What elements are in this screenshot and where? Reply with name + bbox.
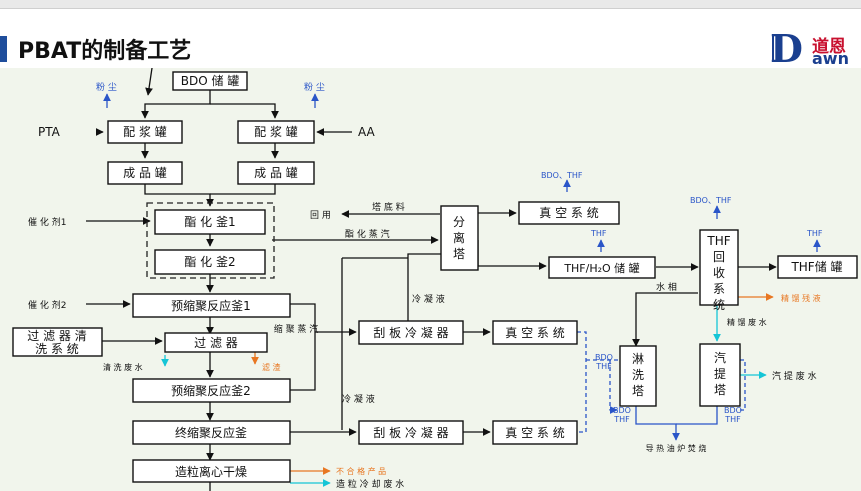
node-pellet-dry-label: 造粒离心干燥 (175, 464, 247, 479)
label-distill-wastewater: 精 馏 废 水 (727, 317, 767, 327)
wastewater-lines (161, 305, 767, 487)
label-filter-residue: 滤 渣 (262, 362, 281, 372)
node-vacuum-2-label: 真 空 系 统 (505, 326, 564, 340)
node-mix-tank-2-label: 配 浆 罐 (254, 124, 298, 139)
node-vacuum-3 (492, 420, 578, 445)
node-mix-tank-1-label: 配 浆 罐 (123, 124, 167, 139)
label-distill-residue: 精 馏 残 液 (781, 293, 821, 303)
blue-dashed-lines (577, 331, 746, 433)
label-wash-wastewater: 清 洗 废 水 (103, 362, 143, 372)
label-catalyst-1: 催 化 剂1 (28, 216, 66, 228)
label-bdo-thf-2: BDO、THF (690, 196, 732, 205)
node-separation-tower (440, 205, 479, 271)
node-spray-tower (619, 345, 657, 407)
label-condensate-1: 冷 凝 液 (412, 293, 445, 305)
flow-svg: BDO 储 罐 配 浆 罐 配 浆 罐 成 品 罐 成 品 罐 酯 化 釜1 酯… (12, 68, 858, 491)
node-filter-clean-label: 过 滤 器 清洗 系 统 (27, 329, 86, 356)
node-thf-h2o-tank (548, 256, 656, 279)
label-aa: AA (358, 125, 376, 139)
title-accent-bar (0, 36, 7, 62)
label-ester-vapor: 酯 化 蒸 汽 (345, 228, 390, 240)
node-thf-recovery (699, 229, 739, 306)
node-thf-h2o-tank-label: THF/H₂O 储 罐 (563, 261, 639, 275)
esterification-group (146, 202, 275, 279)
logo-mark: D (770, 32, 803, 66)
label-thf-2: THF (806, 229, 823, 238)
label-poly-vapor: 缩 聚 蒸 汽 (274, 323, 319, 335)
logo-latin-text: awn (812, 49, 849, 66)
node-vacuum-1-label: 真 空 系 统 (539, 206, 598, 220)
label-bottoms: 塔 底 料 (372, 201, 405, 213)
node-prepoly-1-label: 预缩聚反应釜1 (171, 298, 251, 313)
node-scraper-2 (358, 420, 464, 445)
node-pellet-dry (132, 459, 291, 483)
node-stripper-label: 汽提塔 (714, 350, 726, 397)
page-title: PBAT的制备工艺 (18, 39, 192, 64)
node-product-tank-2 (237, 161, 315, 185)
node-filter-clean (12, 327, 103, 357)
node-bdo-tank-label: BDO 储 罐 (181, 73, 240, 88)
node-prepoly-1 (132, 293, 291, 318)
node-mix-tank-2 (237, 120, 315, 144)
vent-lines (103, 93, 821, 441)
label-pellet-cooling: 造 粒 冷 却 废 水 (336, 478, 404, 490)
node-stripper (699, 343, 741, 407)
label-catalyst-2: 催 化 剂2 (28, 299, 66, 311)
node-final-poly (132, 420, 291, 445)
node-final-poly-label: 终缩聚反应釜 (175, 425, 247, 440)
node-vacuum-3-label: 真 空 系 统 (505, 426, 564, 440)
process-diagram: BDO 储 罐 配 浆 罐 配 浆 罐 成 品 罐 成 品 罐 酯 化 釜1 酯… (0, 68, 861, 491)
node-filter-label: 过 滤 器 (194, 336, 238, 350)
residue-lines (251, 293, 774, 475)
node-vacuum-2 (492, 320, 578, 345)
window-top-bar (0, 0, 861, 9)
label-condensate-2: 冷 凝 液 (342, 393, 375, 405)
process-lines (86, 68, 777, 491)
label-heat-oil: 导 热 油 炉 焚 烧 (646, 443, 707, 453)
node-product-tank-1-label: 成 品 罐 (123, 166, 167, 180)
node-product-tank-1 (107, 161, 183, 185)
node-scraper-1-label: 刮 板 冷 凝 器 (373, 325, 448, 340)
node-scraper-1 (358, 320, 464, 345)
node-ester-1 (154, 209, 266, 235)
label-stripping-wastewater: 汽 提 废 水 (772, 370, 817, 382)
node-prepoly-2-label: 预缩聚反应釜2 (171, 383, 251, 398)
node-ester-2-label: 酯 化 釜2 (184, 254, 235, 269)
label-reject-product: 不 合 格 产 品 (336, 466, 386, 476)
node-separation-tower-label: 分离塔 (453, 215, 465, 261)
node-ester-1-label: 酯 化 釜1 (184, 214, 235, 229)
node-spray-tower-label: 淋洗塔 (632, 352, 644, 398)
node-vacuum-1 (518, 201, 620, 225)
node-bdo-tank (172, 71, 248, 91)
label-dust-2: 粉 尘 (304, 81, 325, 93)
node-thf-tank (777, 255, 858, 279)
node-mix-tank-1 (107, 120, 183, 144)
label-water-phase: 水 相 (656, 281, 677, 293)
label-pta: PTA (38, 125, 61, 139)
logo-stripe (772, 36, 774, 62)
label-thf-1: THF (590, 229, 607, 238)
label-bdo-thf-1: BDO、THF (541, 171, 583, 180)
node-ester-2 (154, 249, 266, 275)
label-reuse: 回 用 (310, 210, 331, 221)
node-product-tank-2-label: 成 品 罐 (254, 166, 298, 180)
logo-cn-text: 道恩 (812, 37, 846, 57)
node-prepoly-2 (132, 378, 291, 403)
node-scraper-2-label: 刮 板 冷 凝 器 (373, 425, 448, 440)
label-dust-1: 粉 尘 (96, 81, 117, 93)
node-filter (164, 332, 268, 353)
company-logo: D 道恩 awn (770, 32, 861, 66)
node-thf-tank-label: THF储 罐 (790, 259, 842, 274)
